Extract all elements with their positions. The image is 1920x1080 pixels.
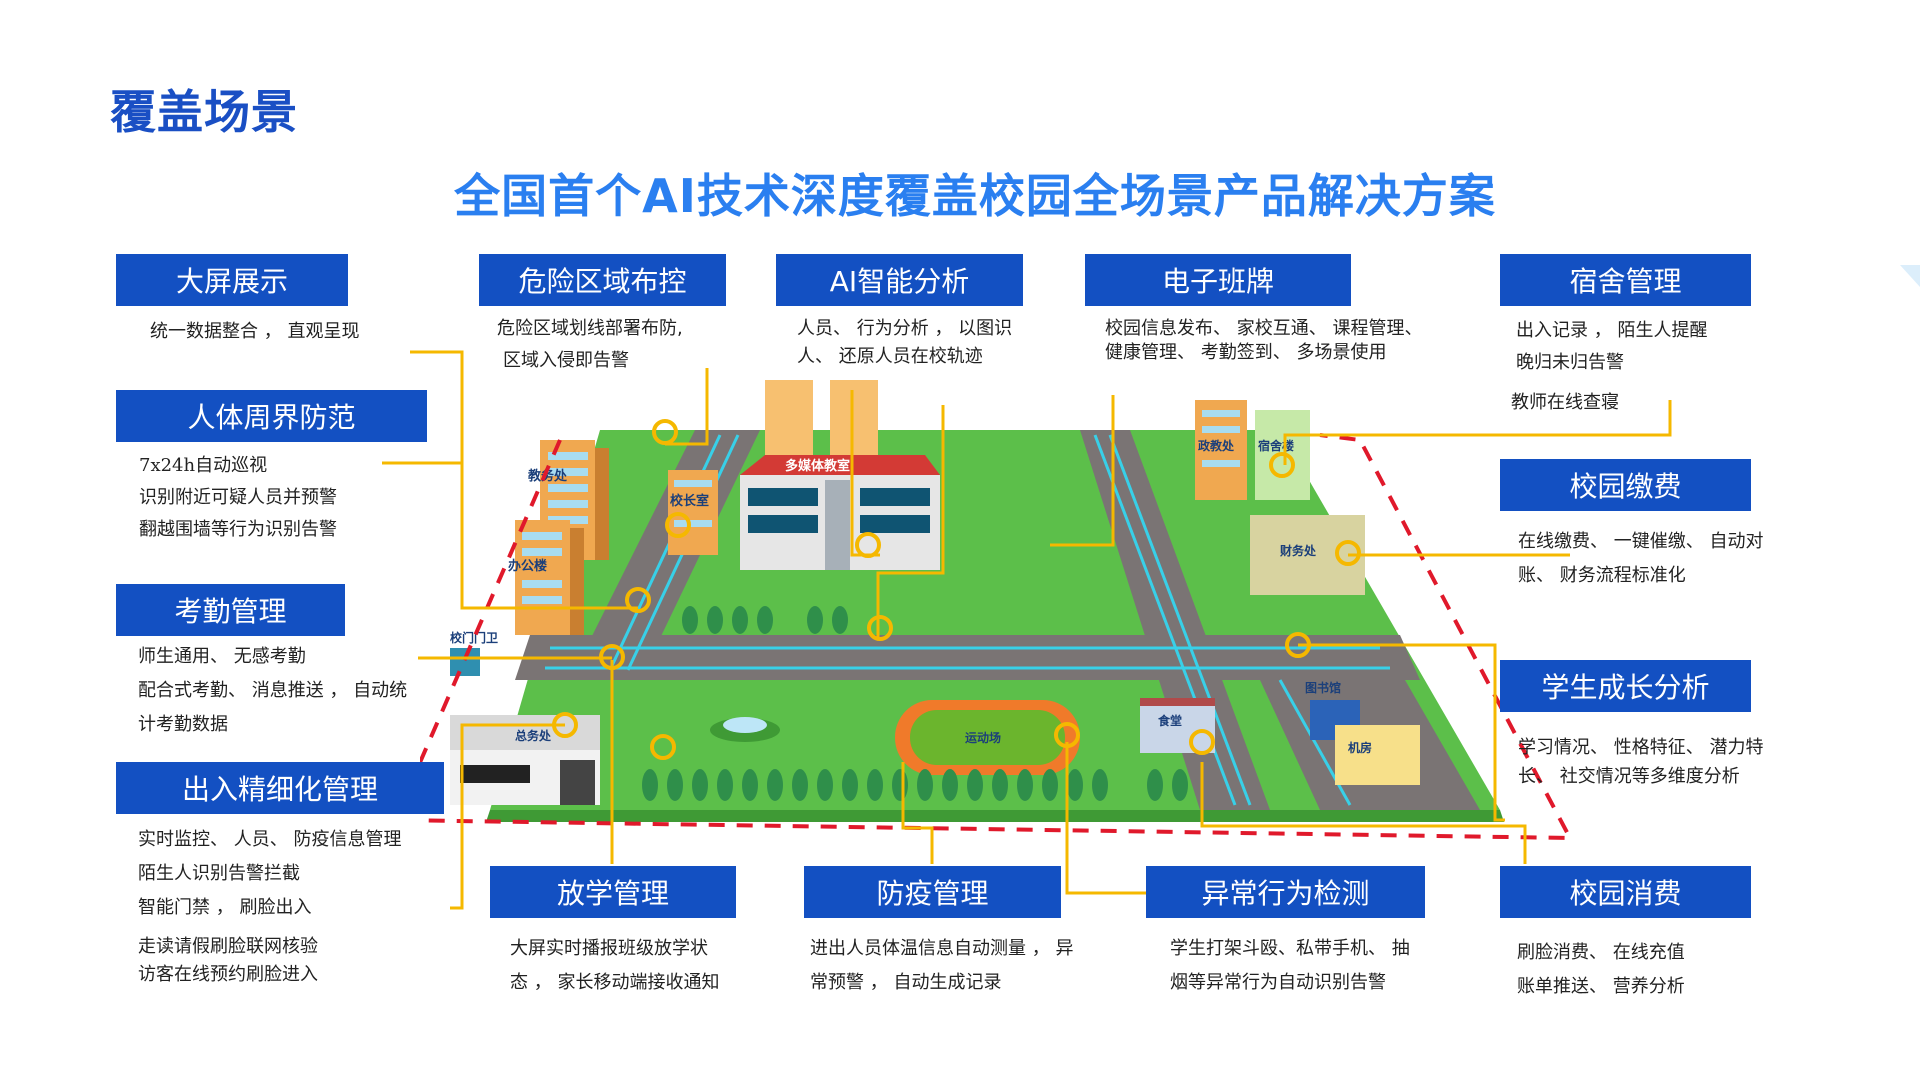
desc-access: 实时监控、 人员、 防疫信息管理 陌生人识别告警拦截 智能门禁 ， 刷脸出入 走… [138, 829, 402, 985]
desc-dormitory: 出入记录 ， 陌生人提醒 晚归未归告警 教师在线查寝 [1511, 320, 1708, 413]
label-dismissal: 放学管理 [490, 866, 736, 918]
desc-big-screen: 统一数据整合 ， 直观呈现 [150, 321, 360, 342]
desc-attendance: 师生通用、 无感考勤 配合式考勤、 消息推送 ， 自动统 计考勤数据 [138, 646, 408, 735]
main-title: 全国首个AI技术深度覆盖校园全场景产品解决方案 [454, 169, 1496, 223]
svg-text:政教处: 政教处 [1198, 438, 1235, 453]
boundary-dashed-line [420, 433, 1574, 841]
svg-text:图书馆: 图书馆 [1305, 680, 1341, 695]
desc-dismissal: 大屏实时播报班级放学状 态 ， 家长移动端接收通知 [510, 938, 720, 993]
building-computer-room: 机房 [1335, 725, 1420, 785]
building-multimedia-classroom: 多媒体教室 [740, 380, 940, 570]
svg-text:校长室: 校长室 [670, 493, 709, 509]
label-epidemic: 防疫管理 [804, 866, 1061, 918]
desc-growth: 学习情况、 性格特征、 潜力特 长、 社交情况等多维度分析 [1518, 737, 1764, 787]
label-big-screen: 大屏展示 [116, 254, 348, 306]
svg-text:多媒体教室: 多媒体教室 [785, 458, 850, 474]
svg-text:办公楼: 办公楼 [508, 558, 547, 574]
desc-payment: 在线缴费、 一键催缴、 自动对 账、 财务流程标准化 [1518, 531, 1764, 586]
building-finance-office: 财务处 [1250, 515, 1365, 595]
desc-epidemic: 进出人员体温信息自动测量 ， 异 常预警 ， 自动生成记录 [810, 938, 1074, 993]
svg-text:教务处: 教务处 [527, 468, 568, 484]
label-payment: 校园缴费 [1500, 459, 1751, 511]
building-office: 办公楼 [508, 520, 584, 635]
svg-text:总务处: 总务处 [515, 728, 552, 743]
desc-consumption: 刷脸消费、 在线充值 账单推送、 营养分析 [1517, 942, 1685, 997]
sports-field: 运动场 [895, 700, 1080, 775]
label-dormitory: 宿舍管理 [1500, 254, 1751, 306]
desc-perimeter: 7x24h自动巡视 识别附近可疑人员并预警 翻越围墙等行为识别告警 [139, 455, 337, 540]
building-canteen: 食堂 [1140, 698, 1215, 753]
label-danger-zone: 危险区域布控 [479, 254, 726, 306]
svg-text:财务处: 财务处 [1279, 543, 1317, 558]
desc-abnormal: 学生打架斗殴、私带手机、 抽 烟等异常行为自动识别告警 [1170, 938, 1410, 993]
label-attendance: 考勤管理 [116, 584, 345, 636]
label-growth: 学生成长分析 [1500, 660, 1751, 712]
label-perimeter: 人体周界防范 [116, 390, 427, 442]
section-title: 覆盖场景 [110, 85, 298, 139]
desc-danger-zone: 危险区域划线部署布防, 区域入侵即告警 [497, 318, 683, 371]
label-consumption: 校园消费 [1500, 866, 1751, 918]
svg-text:校门门卫: 校门门卫 [450, 630, 498, 645]
label-abnormal: 异常行为检测 [1146, 866, 1425, 918]
svg-text:食堂: 食堂 [1157, 713, 1182, 728]
corner-decoration [1900, 265, 1920, 287]
desc-e-class-board: 校园信息发布、 家校互通、 课程管理、 健康管理、 考勤签到、 多场景使用 [1105, 318, 1423, 363]
building-school-gate: 校门门卫 [450, 630, 498, 676]
desc-ai-analysis: 人员、 行为分析 ， 以图识 人、 还原人员在校轨迹 [797, 318, 1013, 367]
svg-text:机房: 机房 [1348, 740, 1372, 755]
camera-markers [552, 419, 1361, 760]
label-access: 出入精细化管理 [116, 762, 444, 814]
building-political-education: 政教处 [1195, 400, 1247, 500]
label-ai-analysis: AI智能分析 [776, 254, 1023, 306]
campus-map-illustration: 教务处 办公楼 校长室 校门门卫 多媒体教室 政教处 宿舍楼 财务处 [420, 380, 1574, 841]
label-e-class-board: 电子班牌 [1085, 254, 1351, 306]
svg-text:运动场: 运动场 [965, 731, 1001, 745]
